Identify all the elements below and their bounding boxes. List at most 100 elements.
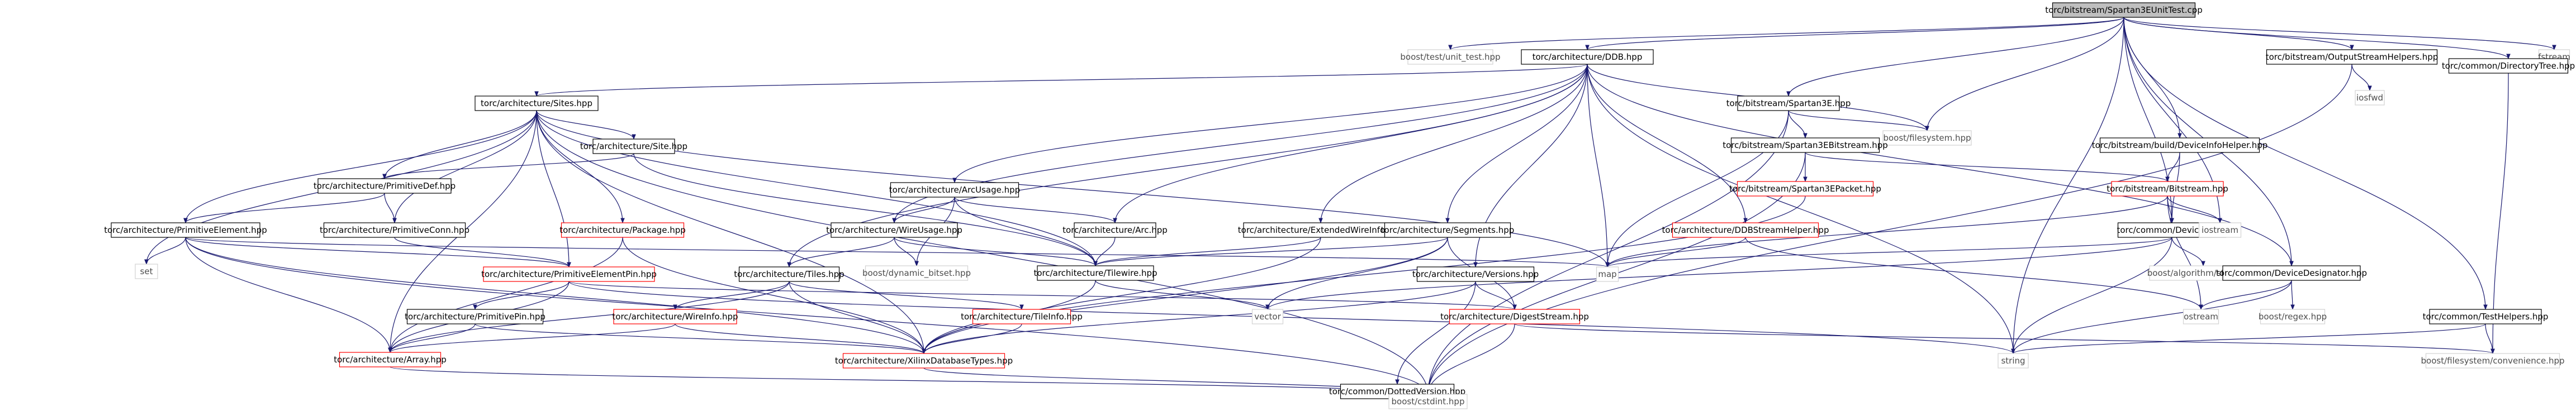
node-torc-bitstream-outputstreamhelpers-hpp[interactable]: torc/bitstream/OutputStreamHelpers.hpp (2266, 49, 2439, 65)
node-torc-architecture-package-hpp[interactable]: torc/architecture/Package.hpp (559, 222, 686, 238)
node-label: boost/test/unit_test.hpp (1400, 52, 1500, 63)
edge-torc-architecture-ddb-hpp-to-torc-architecture-sites-hpp (534, 64, 1588, 97)
node-box (865, 265, 969, 281)
edge-torc-bitstream-spartan3e-hpp-to-torc-bitstream-spartan3ebitstream-hpp (1788, 110, 1808, 138)
node-box (831, 222, 958, 238)
node-torc-architecture-wireinfo-hpp[interactable]: torc/architecture/WireInfo.hpp (612, 309, 738, 324)
node-label: boost/filesystem.hpp (1883, 133, 1971, 143)
node-label: torc/architecture/Tiles.hpp (734, 269, 844, 279)
node-label: torc/architecture/DDBStreamHelper.hpp (1662, 225, 1829, 235)
node-torc-architecture-segments-hpp[interactable]: torc/architecture/Segments.hpp (1381, 222, 1515, 238)
edge-torc-architecture-wireusage-hpp-to-boost-dynamic-bitset-hpp (894, 237, 919, 266)
node-label: string (2001, 356, 2025, 366)
node-torc-architecture-primitivepin-hpp[interactable]: torc/architecture/PrimitivePin.hpp (405, 309, 545, 324)
edge-torc-bitstream-spartan3eunittest-cpp-to-fstream (2123, 17, 2556, 50)
node-torc-bitstream-build-deviceinfohelper-hpp[interactable]: torc/bitstream/build/DeviceInfoHelper.hp… (2092, 137, 2268, 153)
node-torc-bitstream-spartan3eunittest-cpp[interactable]: torc/bitstream/Spartan3EUnitTest.cpp (2045, 2, 2203, 18)
edge-torc-architecture-tilewire-hpp-to-vector (1095, 280, 1270, 310)
node-torc-architecture-primitiveelement-hpp[interactable]: torc/architecture/PrimitiveElement.hpp (104, 222, 267, 238)
edge-torc-architecture-primitivepin-hpp-to-torc-architecture-array-hpp (388, 323, 476, 353)
node-label: torc/architecture/PrimitiveElementPin.hp… (481, 269, 657, 279)
edge-torc-architecture-array-hpp-to-boost-cstdint-hpp (390, 366, 1430, 395)
node-box (483, 266, 655, 282)
node-label: torc/architecture/TileInfo.hpp (961, 312, 1083, 322)
node-box (1521, 49, 1654, 65)
edge-torc-architecture-ddb-hpp-to-torc-architecture-ddbstreamhelper-hpp (1587, 64, 1748, 223)
node-label: torc/architecture/Tilewire.hpp (1033, 268, 1157, 278)
node-label: torc/architecture/ArcUsage.hpp (889, 185, 1020, 195)
node-torc-architecture-primitiveconn-hpp[interactable]: torc/architecture/PrimitiveConn.hpp (320, 222, 469, 238)
edge-torc-bitstream-spartan3e-hpp-to-boost-filesystem-hpp (1788, 110, 1929, 131)
node-torc-architecture-sites-hpp[interactable]: torc/architecture/Sites.hpp (475, 95, 599, 111)
node-torc-architecture-array-hpp[interactable]: torc/architecture/Array.hpp (334, 352, 447, 367)
node-label: vector (1254, 312, 1281, 322)
edge-torc-architecture-sites-hpp-to-torc-architecture-primitiveelement-hpp (183, 110, 537, 223)
edge-torc-architecture-ddbstreamhelper-hpp-to-ostream (1745, 237, 2203, 310)
edge-torc-architecture-sites-hpp-to-torc-architecture-primitivedef-hpp (382, 110, 537, 179)
node-torc-architecture-arcusage-hpp[interactable]: torc/architecture/ArcUsage.hpp (889, 182, 1020, 198)
node-torc-common-directorytree-hpp[interactable]: torc/common/DirectoryTree.hpp (2442, 58, 2575, 74)
node-label: torc/architecture/XilinxDatabaseTypes.hp… (835, 356, 1013, 366)
node-label: torc/architecture/PrimitiveDef.hpp (314, 181, 456, 191)
node-box (135, 264, 158, 279)
node-torc-architecture-extendedwireinfo-hpp[interactable]: torc/architecture/ExtendedWireInfo.hpp (1238, 222, 1403, 238)
edge-torc-architecture-package-hpp-to-torc-architecture-xilinxdatabasetypes-hpp (622, 237, 926, 354)
edge-torc-architecture-site-hpp-to-torc-architecture-primitivedef-hpp (382, 153, 634, 179)
edge-torc-bitstream-spartan3eunittest-cpp-to-torc-architecture-ddb-hpp (1585, 17, 2124, 50)
node-torc-bitstream-spartan3e-hpp[interactable]: torc/bitstream/Spartan3E.hpp (1726, 95, 1851, 111)
node-label: torc/bitstream/Spartan3E.hpp (1726, 98, 1851, 108)
node-box (2355, 90, 2385, 106)
node-layer: torc/bitstream/Spartan3EUnitTest.cpp boos… (104, 2, 2575, 409)
node-set: set (135, 264, 158, 279)
node-box (890, 182, 1019, 198)
node-torc-architecture-ddb-hpp[interactable]: torc/architecture/DDB.hpp (1521, 49, 1654, 65)
edge-torc-architecture-wireinfo-hpp-to-torc-architecture-array-hpp (388, 323, 676, 353)
edge-torc-architecture-tiles-hpp-to-torc-architecture-array-hpp (388, 281, 790, 353)
edge-torc-common-testhelpers-hpp-to-boost-filesystem-convenience-hpp (2485, 323, 2495, 354)
edge-torc-architecture-primitiveelement-hpp-to-boost-cstdint-hpp (185, 237, 1430, 395)
edge-torc-architecture-extendedwireinfo-hpp-to-torc-architecture-tilewire-hpp (1093, 237, 1321, 266)
node-box (842, 353, 1005, 369)
node-box (2448, 58, 2569, 74)
node-torc-architecture-primitiveelementpin-hpp[interactable]: torc/architecture/PrimitiveElementPin.hp… (481, 266, 657, 282)
node-label: boost/dynamic_bitset.hpp (862, 268, 971, 279)
node-box (2052, 2, 2196, 18)
node-torc-architecture-arc-hpp[interactable]: torc/architecture/Arc.hpp (1062, 222, 1168, 238)
node-torc-architecture-versions-hpp[interactable]: torc/architecture/Versions.hpp (1412, 266, 1539, 282)
edge-torc-bitstream-spartan3eunittest-cpp-to-string (2011, 17, 2124, 354)
edge-torc-common-devices-hpp-to-vector (1265, 237, 2172, 310)
node-label: map (1598, 269, 1616, 279)
node-torc-bitstream-spartan3epacket-hpp[interactable]: torc/bitstream/Spartan3EPacket.hpp (1729, 181, 1881, 197)
node-torc-architecture-digeststream-hpp[interactable]: torc/architecture/DigestStream.hpp (1440, 309, 1589, 324)
node-torc-common-testhelpers-hpp[interactable]: torc/common/TestHelpers.hpp (2423, 309, 2549, 324)
edge-torc-architecture-primitivedef-hpp-to-torc-architecture-primitiveelement-hpp (183, 193, 385, 223)
edge-torc-common-devices-hpp-to-map (1605, 237, 2172, 267)
node-label: torc/bitstream/Bitstream.hpp (2107, 184, 2228, 194)
node-torc-architecture-xilinxdatabasetypes-hpp[interactable]: torc/architecture/XilinxDatabaseTypes.hp… (835, 353, 1013, 369)
node-box (1737, 95, 1840, 111)
node-torc-common-devicedesignator-hpp[interactable]: torc/common/DeviceDesignator.hpp (2216, 265, 2367, 281)
node-torc-architecture-primitivedef-hpp[interactable]: torc/architecture/PrimitiveDef.hpp (314, 178, 456, 194)
node-label: iostream (2202, 225, 2238, 235)
edge-torc-architecture-sites-hpp-to-torc-architecture-site-hpp (536, 110, 636, 140)
node-boost-filesystem-convenience-hpp: boost/filesystem/convenience.hpp (2421, 353, 2565, 369)
node-box (1882, 130, 1972, 146)
node-torc-bitstream-spartan3ebitstream-hpp[interactable]: torc/bitstream/Spartan3EBitstream.hpp (1723, 137, 1888, 153)
edge-torc-common-devicedesignator-hpp-to-ostream (2199, 280, 2292, 310)
node-label: set (140, 266, 153, 276)
node-torc-architecture-wireusage-hpp[interactable]: torc/architecture/WireUsage.hpp (826, 222, 962, 238)
node-torc-architecture-tileinfo-hpp[interactable]: torc/architecture/TileInfo.hpp (961, 309, 1083, 324)
node-torc-architecture-site-hpp[interactable]: torc/architecture/Site.hpp (580, 138, 687, 154)
node-torc-bitstream-bitstream-hpp[interactable]: torc/bitstream/Bitstream.hpp (2107, 181, 2228, 197)
node-torc-architecture-ddbstreamhelper-hpp[interactable]: torc/architecture/DDBStreamHelper.hpp (1662, 222, 1829, 238)
edge-torc-architecture-primitiveconn-hpp-to-torc-architecture-primitiveelementpin-hpp (394, 237, 571, 267)
node-iosfwd: iosfwd (2355, 90, 2385, 106)
node-ostream: ostream (2183, 309, 2219, 324)
node-label: torc/architecture/DDB.hpp (1533, 52, 1643, 62)
node-torc-architecture-tilewire-hpp[interactable]: torc/architecture/Tilewire.hpp (1033, 265, 1157, 281)
node-torc-architecture-tiles-hpp[interactable]: torc/architecture/Tiles.hpp (734, 266, 845, 282)
node-label: torc/architecture/ExtendedWireInfo.hpp (1238, 225, 1403, 235)
edge-torc-architecture-site-hpp-to-torc-architecture-tilewire-hpp (633, 153, 1098, 266)
edge-torc-architecture-primitiveelement-hpp-to-set (144, 237, 186, 265)
